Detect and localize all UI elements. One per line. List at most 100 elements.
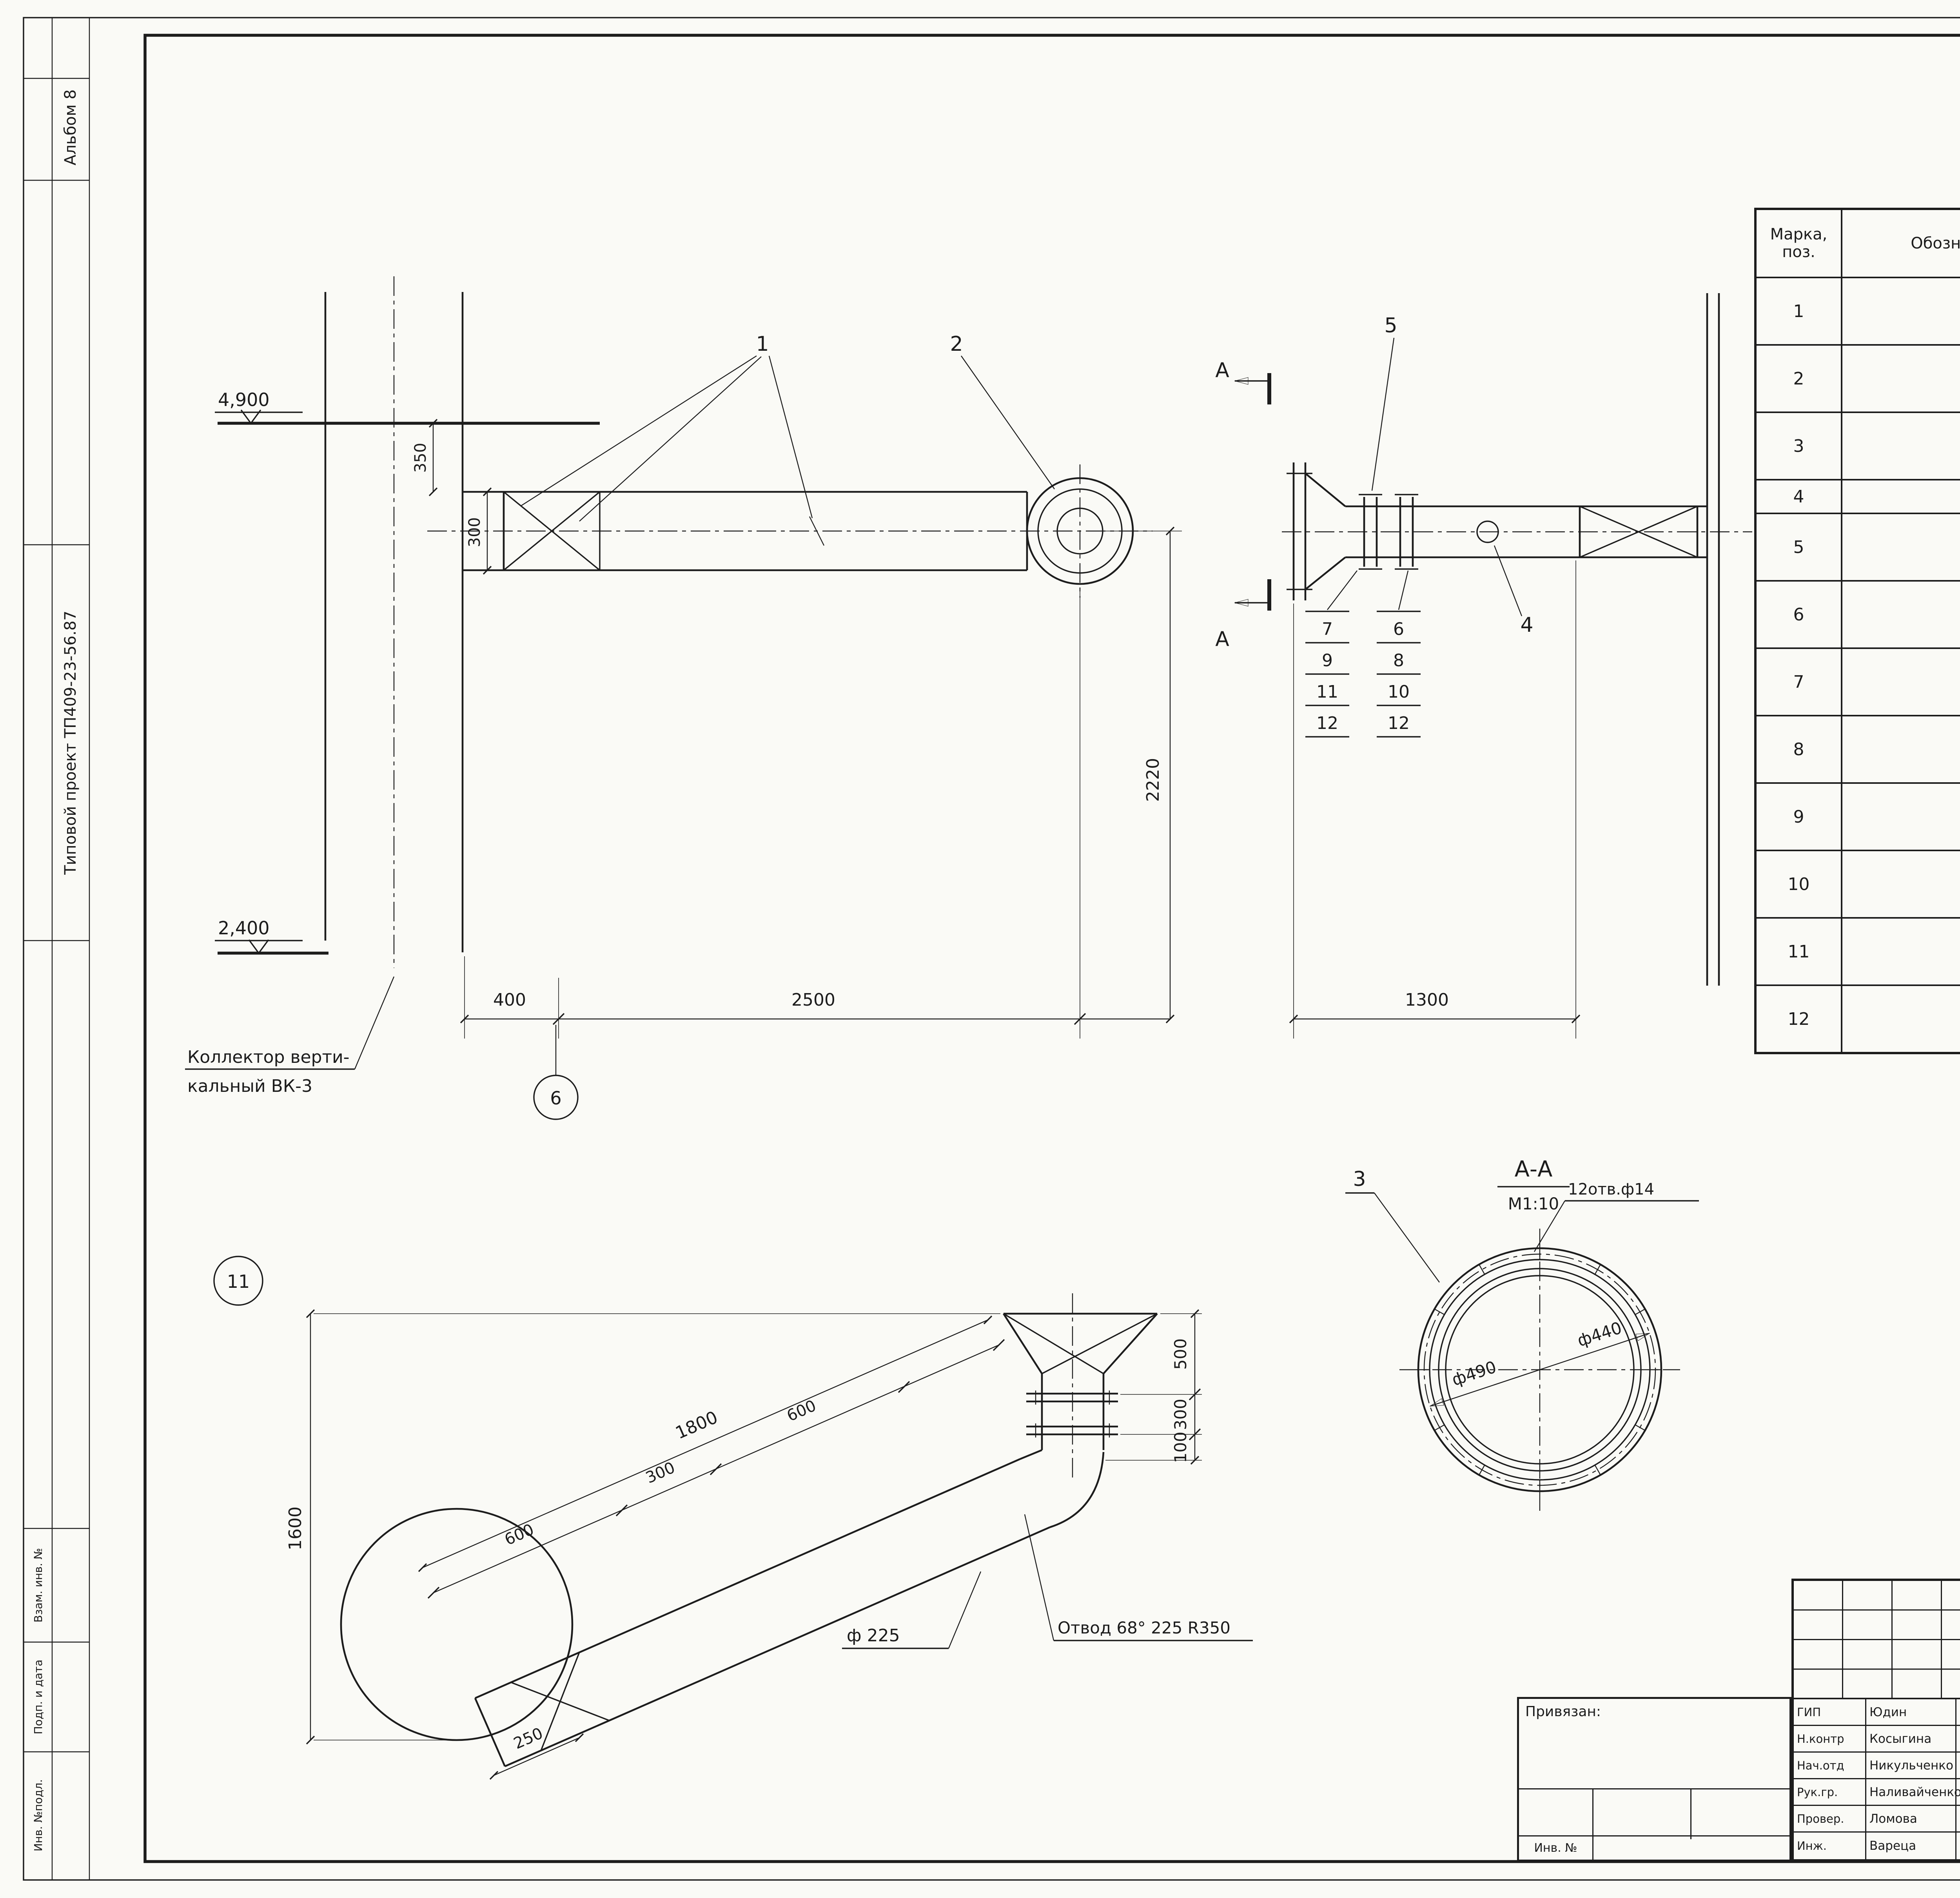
staff-row: ГИП Юдин 16.10.85 — [1794, 1699, 1960, 1726]
part-designation — [1842, 346, 1960, 412]
elevation-bottom: 2,400 — [218, 917, 270, 939]
dim-500: 500 — [1171, 1338, 1190, 1370]
section-mark-a-bottom: А — [1215, 627, 1229, 651]
part-designation — [1842, 582, 1960, 647]
dim-350: 350 — [412, 443, 430, 473]
section-title: А-А — [1515, 1157, 1553, 1182]
table-row: 12 Пластина I, лист ТМКЩ-с-5 ГОСТ 7338-7… — [1757, 984, 1960, 1052]
staff-row: Нач.отд Никульченко 15.10.85 — [1794, 1753, 1960, 1779]
label-phi-225: ф 225 — [847, 1626, 900, 1646]
label-holes-note: 12отв.ф14 — [1568, 1180, 1654, 1198]
part-designation — [1842, 851, 1960, 917]
dim-600-a: 600 — [502, 1521, 537, 1549]
dim-250: 250 — [511, 1724, 546, 1753]
view-main-elevation: 4,900 350 300 1 2 2220 400 2500 2,400 Ко… — [185, 276, 1182, 1120]
header-pos: Марка,поз. — [1757, 210, 1842, 277]
title-block: ТП409-23-56.87 ОА Щебеночный завод по пе… — [1791, 1579, 1960, 1862]
table-row: 10 Шайба 10.02ГОСТ 11371-78 16 0,004 — [1757, 850, 1960, 917]
staff-row: Рук.гр. Наливайченко 14.10.85 — [1794, 1779, 1960, 1806]
callout-5: 5 — [1384, 314, 1397, 337]
table-row: 8 Гайка М10-6Н.5ГОСТ 5915-70 16 0,0113 — [1757, 715, 1960, 782]
sheet-frame — [23, 17, 1960, 1881]
dim-2220: 2220 — [1143, 758, 1163, 802]
part-pos: 8 — [1757, 716, 1842, 782]
part-designation — [1842, 649, 1960, 715]
part-designation — [1842, 919, 1960, 984]
table-row: 11 Шайба 12.02ГОСТ 11371-78 12 0,006 — [1757, 917, 1960, 984]
callout-4: 4 — [1520, 613, 1533, 637]
signature — [1956, 1753, 1960, 1778]
attachment-grid — [1519, 1788, 1789, 1839]
balloon-6: 6 — [550, 1088, 561, 1109]
part-pos: 10 — [1757, 851, 1842, 917]
staff-rows: ГИП Юдин 16.10.85 Н.контр Косыгина 11.10… — [1794, 1699, 1960, 1859]
section-scale: М1:10 — [1508, 1194, 1559, 1213]
dim-300-b: 300 — [1171, 1399, 1190, 1430]
attachment-bottom-strip: Инв. № — [1519, 1835, 1789, 1860]
section-mark-a-top: А — [1215, 359, 1229, 382]
dim-600-b: 600 — [784, 1397, 819, 1425]
view-duct-to-wall: А А 5 4 7 9 11 12 6 8 10 12 1300 — [1215, 293, 1752, 1039]
table-row: 7 Болт М12-8g×45.58ГОСТ 7798-70 12 0,058 — [1757, 647, 1960, 715]
signature — [1956, 1726, 1960, 1751]
dim-100: 100 — [1171, 1432, 1190, 1463]
part-pos: 4 — [1757, 480, 1842, 513]
callout-2: 2 — [950, 332, 963, 356]
collector-label-line1: Коллектор верти- — [187, 1047, 350, 1067]
part-designation — [1842, 278, 1960, 344]
table-row: 2 ЛистБ-4,0 ГОСТ 19903-74ВСт3пс2 ГОСТ 14… — [1757, 344, 1960, 412]
view-inclined-duct: 11 1600 1800 600 300 600 250 500 300 100… — [213, 1256, 1253, 1780]
callout-1: 1 — [756, 332, 769, 356]
parts-table-header: Марка,поз. Обозначение Наименование Кол.… — [1757, 210, 1960, 277]
part-pos: 3 — [1757, 413, 1842, 479]
part-pos: 11 — [1757, 919, 1842, 984]
table-row: 4 Штуцер ф60 1 0,65 — [1757, 479, 1960, 513]
part-pos: 12 — [1757, 986, 1842, 1052]
stack-right-2: 8 — [1393, 651, 1404, 671]
part-designation — [1842, 784, 1960, 850]
label-phi-440: ф440 — [1575, 1318, 1624, 1350]
label-phi-490: ф490 — [1450, 1357, 1499, 1389]
part-pos: 9 — [1757, 784, 1842, 850]
table-row: 3 ЛистБ-8,0 ГОСТ 19903-74ВСт3пс6-1 ГОСТ … — [1757, 412, 1960, 479]
table-row: 1 ЛистБ-3,0 ГОСТ 19903-74ВСт3пс2 ГОСТ 16… — [1757, 277, 1960, 344]
staff-row: Провер. Ломова 11.10.85 — [1794, 1806, 1960, 1833]
staff-row: Инж. Вареца 11.10.85 — [1794, 1833, 1960, 1859]
revision-grid — [1794, 1581, 1960, 1699]
signature — [1956, 1806, 1960, 1831]
part-pos: 6 — [1757, 582, 1842, 647]
stack-left-1: 7 — [1322, 619, 1333, 639]
dim-1600: 1600 — [285, 1506, 305, 1550]
header-designation: Обозначение — [1842, 210, 1960, 277]
callout-3: 3 — [1353, 1167, 1366, 1191]
margin-album-label: Альбом 8 — [62, 89, 80, 165]
stack-right-4: 12 — [1388, 713, 1410, 733]
signature — [1956, 1779, 1960, 1805]
margin-stamp-podp: Подп. и дата — [31, 1659, 45, 1735]
part-pos: 7 — [1757, 649, 1842, 715]
margin-project-label: Типовой проект ТП409-23-56.87 — [62, 611, 80, 875]
stack-right-1: 6 — [1393, 619, 1404, 639]
dim-300-a: 300 — [643, 1459, 678, 1487]
table-row: 9 Гайка М12-6Н.5ГОСТ 5915-70 12 0,0154 — [1757, 782, 1960, 850]
signature — [1956, 1699, 1960, 1725]
stack-right-3: 10 — [1388, 682, 1410, 702]
margin-stamp-inv: Инв. №подл. — [31, 1779, 45, 1852]
part-designation — [1842, 514, 1960, 580]
margin-stamp-vzam: Взам. инв. № — [31, 1548, 45, 1623]
dim-2500: 2500 — [791, 990, 835, 1010]
attachment-block: Привязан: Инв. № — [1517, 1697, 1791, 1862]
stack-left-3: 11 — [1316, 682, 1338, 702]
dim-1800: 1800 — [673, 1407, 721, 1443]
balloon-11: 11 — [227, 1271, 250, 1292]
part-pos: 1 — [1757, 278, 1842, 344]
dim-400: 400 — [493, 990, 526, 1010]
part-designation — [1842, 716, 1960, 782]
balloon-11-circle — [213, 1256, 263, 1306]
part-designation — [1842, 480, 1960, 513]
part-designation — [1842, 986, 1960, 1052]
part-pos: 2 — [1757, 346, 1842, 412]
part-pos: 5 — [1757, 514, 1842, 580]
inventory-label: Инв. № — [1519, 1836, 1593, 1860]
